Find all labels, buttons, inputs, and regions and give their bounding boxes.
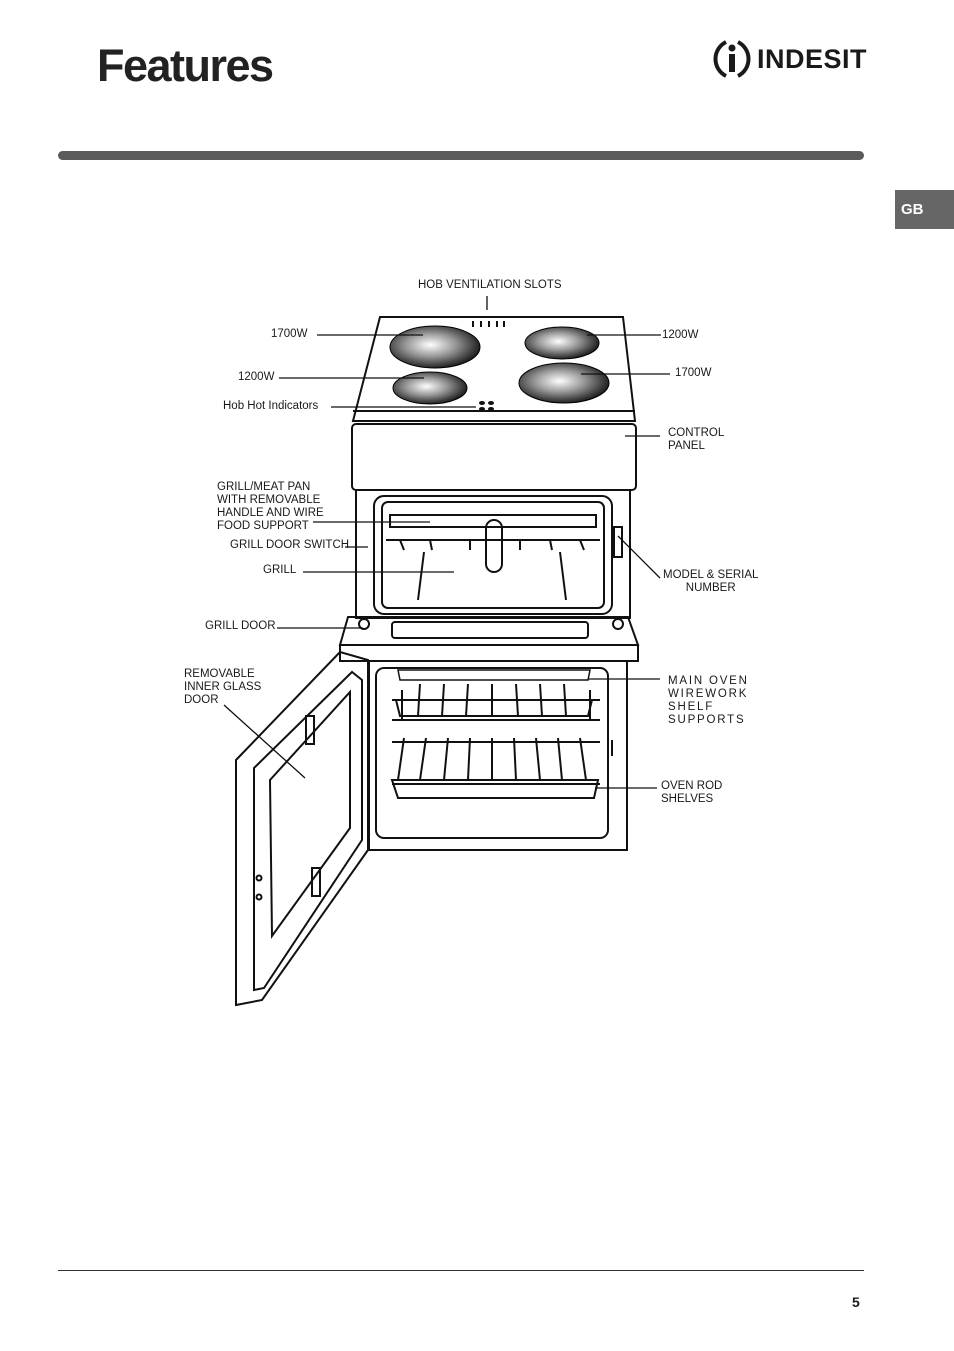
label-ring-bottom-left: 1200W [238,371,275,383]
label-grill-pan: GRILL/MEAT PAN WITH REMOVABLE HANDLE AND… [217,481,324,532]
language-tab[interactable]: GB [895,190,954,229]
label-grill-door-switch: GRILL DOOR SWITCH [230,539,350,551]
ring-bottom-right [518,362,610,404]
label-inner-glass-door: REMOVABLE INNER GLASS DOOR [184,668,262,706]
brand-name: INDESIT [757,44,868,74]
main-oven [368,660,628,851]
page-title: Features [97,40,274,91]
brand-logo: INDESIT [712,38,868,80]
oven-door [235,650,369,1007]
label-ring-top-left: 1700W [271,328,308,340]
info-i-icon [713,40,751,78]
label-hob-ventilation: HOB VENTILATION SLOTS [418,279,562,291]
label-oven-rod-shelves: OVEN ROD SHELVES [661,780,723,805]
ring-bottom-left [392,371,468,405]
header-divider [58,151,864,160]
inner-glass [268,689,351,940]
leader-lines [223,296,670,789]
page-number: 5 [852,1294,860,1310]
footer-divider [58,1270,864,1271]
hob-top [351,316,637,422]
hob-hot-indicators [479,401,494,411]
label-shelf-supports: MAIN OVEN WIREWORK SHELF SUPPORTS [668,675,749,726]
ring-top-left [389,325,481,369]
model-plate [613,526,623,558]
grill-compartment [355,489,631,619]
label-grill: GRILL [263,564,297,576]
grill-pan-handle [485,519,503,573]
label-ring-top-right: 1200W [662,329,699,341]
label-grill-door: GRILL DOOR [205,620,276,632]
label-control-panel: CONTROL PANEL [668,427,725,452]
control-panel [351,423,637,491]
ring-top-right [524,326,600,360]
label-ring-bottom-right: 1700W [675,367,712,379]
grill-pan [389,514,597,528]
label-model-serial: MODEL & SERIAL NUMBER [663,569,759,594]
label-hob-hot-indicators: Hob Hot Indicators [223,400,319,412]
